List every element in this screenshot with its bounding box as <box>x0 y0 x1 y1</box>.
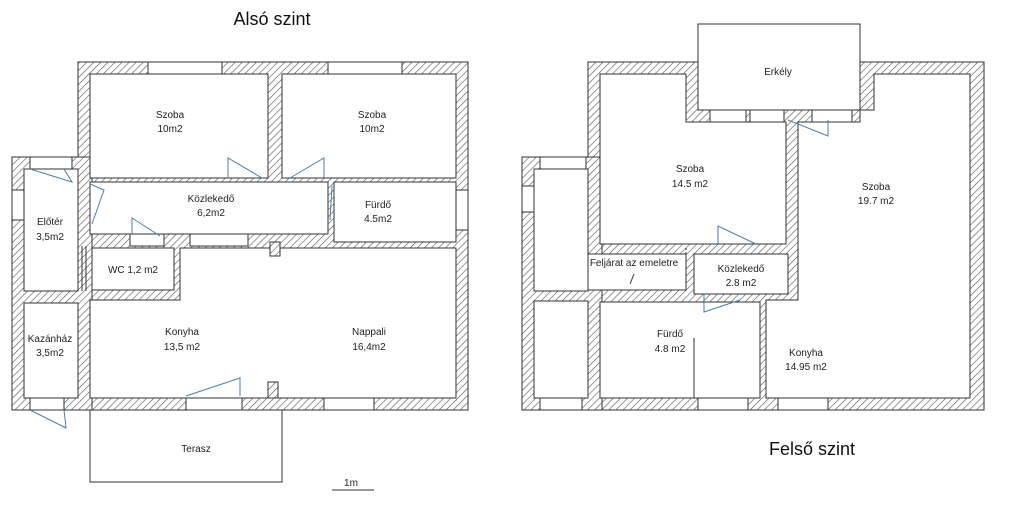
upper-window <box>539 156 587 170</box>
lower-door <box>185 377 241 397</box>
upper-door <box>717 225 757 245</box>
upper-konyha-name: Konyha <box>789 348 823 359</box>
lower-kazanhaz-area: 3,5m2 <box>36 348 64 359</box>
upper-szoba2-area: 19.7 m2 <box>858 196 895 207</box>
upper-window <box>777 397 829 411</box>
lower-room-wc <box>91 247 175 291</box>
lower-room-eloter <box>23 168 79 292</box>
upper-furdo-area: 4.8 m2 <box>655 344 686 355</box>
scale-label: 1m <box>344 478 358 489</box>
upper-window <box>749 109 785 123</box>
lower-room-konyha-nappali <box>89 247 457 399</box>
upper-floor-title: Felső szint <box>769 439 855 459</box>
upper-window <box>697 397 749 411</box>
lower-kazanhaz-name: Kazánház <box>28 334 72 345</box>
lower-door <box>29 409 67 429</box>
upper-window <box>709 109 747 123</box>
upper-floor-plan: Felső szint Erkély Szoba <box>521 23 985 459</box>
upper-room-left-top <box>533 168 589 292</box>
upper-szoba1-name: Szoba <box>676 164 705 175</box>
lower-kozlekedo-area: 6,2m2 <box>197 208 225 219</box>
lower-konyha-area: 13,5 m2 <box>164 342 201 353</box>
lower-window <box>185 397 243 411</box>
upper-room-left-bottom <box>533 300 589 399</box>
lower-window <box>327 61 403 75</box>
lower-terasz-name: Terasz <box>181 444 210 455</box>
upper-door <box>703 294 741 313</box>
upper-erkely-name: Erkély <box>764 67 792 78</box>
upper-window <box>521 185 535 213</box>
lower-kozlekedo-name: Közlekedő <box>188 194 235 205</box>
upper-window <box>539 397 583 411</box>
lower-room-kozlekedo <box>89 181 329 235</box>
lower-window <box>129 233 165 247</box>
upper-furdo-name: Fürdő <box>657 329 684 340</box>
upper-feljarat <box>587 253 687 291</box>
upper-room-furdo <box>599 301 761 399</box>
upper-room-szoba-2-konyha <box>765 73 971 399</box>
lower-door <box>289 157 325 179</box>
upper-konyha-area: 14.95 m2 <box>785 362 827 373</box>
lower-floor-plan: Alsó szint <box>11 9 469 491</box>
lower-window <box>455 189 469 231</box>
lower-window <box>11 189 25 221</box>
lower-door <box>329 185 333 221</box>
lower-szoba1-name: Szoba <box>156 110 185 121</box>
lower-floor-title: Alsó szint <box>233 9 310 29</box>
upper-erkely <box>697 23 861 111</box>
lower-room-szoba-2 <box>281 73 457 179</box>
lower-szoba2-name: Szoba <box>358 110 387 121</box>
lower-door <box>89 183 105 225</box>
lower-furdo-name: Fürdő <box>365 200 392 211</box>
upper-window <box>811 109 853 123</box>
upper-kozlekedo-area: 2.8 m2 <box>726 278 757 289</box>
lower-terasz <box>89 409 283 483</box>
lower-eloter-name: Előtér <box>37 217 64 228</box>
upper-feljarat-name: Feljárat az emeletre <box>590 258 679 269</box>
upper-szoba2-name: Szoba <box>862 182 891 193</box>
lower-window <box>189 233 249 247</box>
upper-kozlekedo-name: Közlekedő <box>718 264 765 275</box>
lower-nappali-name: Nappali <box>352 327 386 338</box>
upper-room-kozlekedo <box>693 253 789 295</box>
lower-wc-name: WC 1,2 m2 <box>108 265 158 276</box>
lower-konyha-name: Konyha <box>165 327 199 338</box>
lower-window <box>29 156 73 170</box>
upper-room-szoba-1 <box>599 73 787 245</box>
lower-furdo-area: 4.5m2 <box>364 214 392 225</box>
upper-szoba1-area: 14.5 m2 <box>672 179 709 190</box>
lower-szoba2-area: 10m2 <box>359 124 384 135</box>
lower-room-furdo <box>333 181 457 243</box>
lower-eloter-area: 3,5m2 <box>36 232 64 243</box>
lower-szoba1-area: 10m2 <box>157 124 182 135</box>
lower-nappali-area: 16,4m2 <box>352 342 386 353</box>
lower-window <box>29 397 65 411</box>
upper-door <box>787 119 829 137</box>
lower-door <box>131 217 161 237</box>
lower-window <box>323 397 375 411</box>
lower-window <box>147 61 223 75</box>
lower-door <box>227 157 263 179</box>
lower-door <box>29 168 74 183</box>
